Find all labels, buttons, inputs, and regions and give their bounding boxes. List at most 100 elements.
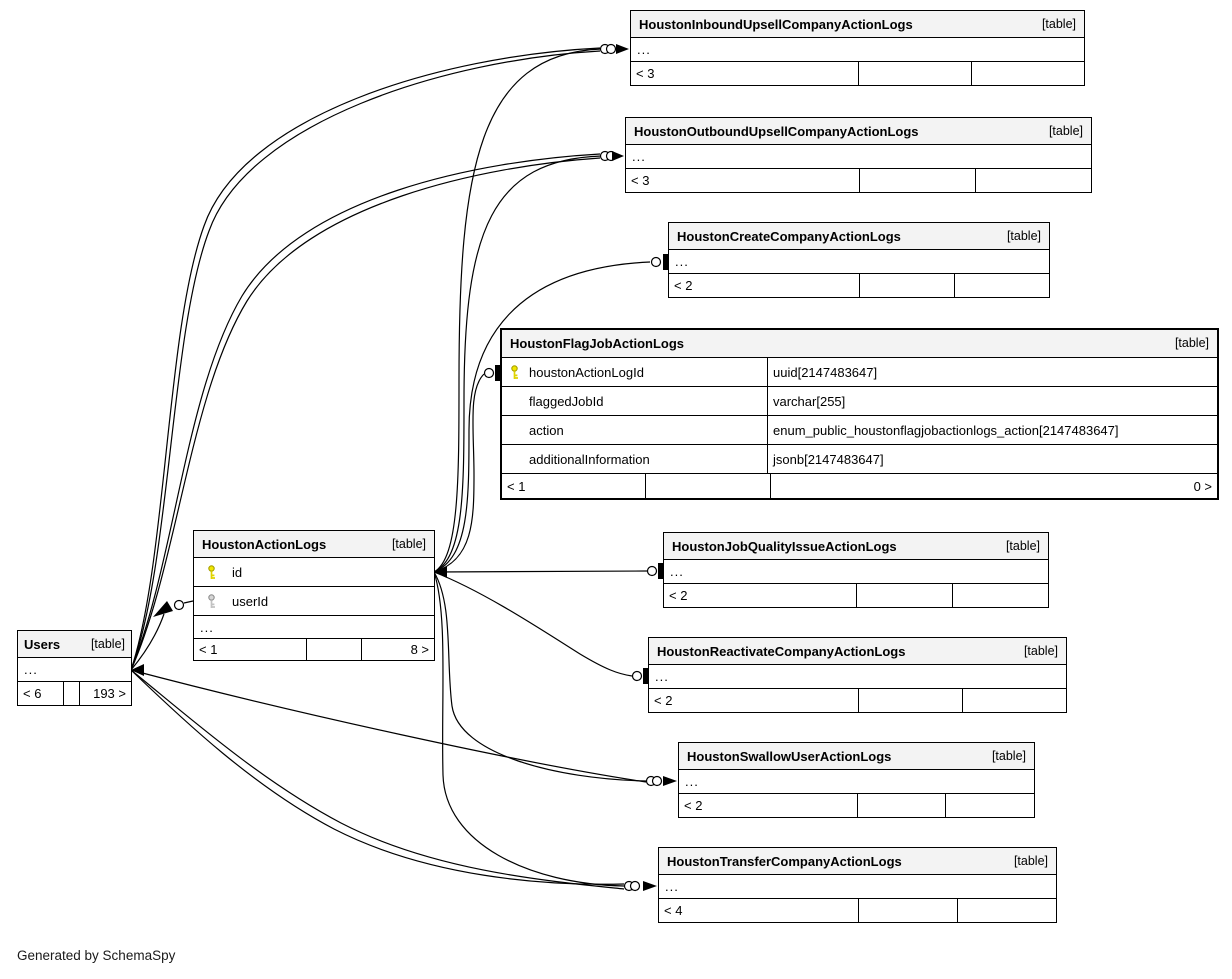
table-stats-row: < 1 8 > bbox=[194, 638, 434, 660]
primary-key-icon bbox=[206, 564, 232, 580]
column-name-cell: action bbox=[502, 416, 767, 444]
stat-cell bbox=[856, 584, 952, 607]
columns-ellipsis: ... bbox=[194, 615, 434, 638]
table-node-houston-reactivate-company-action-logs: HoustonReactivateCompanyActionLogs [tabl… bbox=[648, 637, 1067, 713]
table-node-houston-flag-job-action-logs: HoustonFlagJobActionLogs [table] houston… bbox=[500, 328, 1219, 500]
table-name[interactable]: HoustonInboundUpsellCompanyActionLogs bbox=[639, 16, 913, 32]
table-stats-row: < 1 0 > bbox=[502, 473, 1217, 498]
endpoint-bar bbox=[495, 365, 500, 381]
table-name[interactable]: HoustonSwallowUserActionLogs bbox=[687, 748, 892, 764]
stat-children: 0 > bbox=[770, 474, 1217, 498]
table-name[interactable]: HoustonTransferCompanyActionLogs bbox=[667, 853, 902, 869]
stat-parents: < 2 bbox=[669, 588, 688, 603]
columns-ellipsis: ... bbox=[669, 249, 1049, 273]
table-type-badge: [table] bbox=[1013, 853, 1048, 868]
stat-cell bbox=[970, 62, 1084, 85]
edge-users-outbound-1 bbox=[130, 153, 601, 671]
column-name: userId bbox=[232, 593, 269, 609]
endpoint-circle bbox=[631, 670, 643, 682]
stat-cell bbox=[974, 169, 1091, 192]
edge-actionlogs-jobquality bbox=[433, 570, 648, 573]
table-header: Users [table] bbox=[18, 631, 131, 657]
table-node-houston-job-quality-issue-action-logs: HoustonJobQualityIssueActionLogs [table]… bbox=[663, 532, 1049, 608]
table-name[interactable]: HoustonReactivateCompanyActionLogs bbox=[657, 643, 906, 659]
column-row: additionalInformation jsonb[2147483647] bbox=[502, 444, 1217, 473]
endpoint-circle bbox=[629, 880, 641, 892]
column-row: action enum_public_houstonflagjobactionl… bbox=[502, 415, 1217, 444]
stat-parents: < 2 bbox=[684, 798, 703, 813]
column-row: houstonActionLogId uuid[2147483647] bbox=[502, 357, 1217, 386]
column-name-cell: additionalInformation bbox=[502, 445, 767, 473]
table-node-houston-swallow-user-action-logs: HoustonSwallowUserActionLogs [table] ...… bbox=[678, 742, 1035, 818]
table-name[interactable]: HoustonActionLogs bbox=[202, 536, 327, 552]
table-stats-row: < 2 bbox=[649, 688, 1066, 712]
endpoint-arrow bbox=[663, 776, 677, 786]
column-name-cell: id bbox=[194, 558, 434, 586]
column-type: uuid[2147483647] bbox=[767, 358, 1217, 386]
column-name: flaggedJobId bbox=[529, 393, 604, 409]
table-name[interactable]: HoustonOutboundUpsellCompanyActionLogs bbox=[634, 123, 919, 139]
endpoint-arrow bbox=[153, 601, 173, 617]
table-stats-row: < 2 bbox=[664, 583, 1048, 607]
table-name[interactable]: HoustonCreateCompanyActionLogs bbox=[677, 228, 901, 244]
stat-cell bbox=[954, 274, 1049, 297]
column-name: id bbox=[232, 564, 243, 580]
edge-actionlogs-outbound bbox=[433, 155, 602, 573]
columns-ellipsis: ... bbox=[626, 144, 1091, 168]
table-type-badge: [table] bbox=[391, 536, 426, 551]
table-stats-row: < 2 bbox=[669, 273, 1049, 297]
primary-key-icon bbox=[509, 364, 529, 380]
endpoint-arrow bbox=[643, 881, 657, 891]
stat-cell bbox=[856, 794, 946, 817]
column-row: id bbox=[194, 557, 434, 586]
table-type-badge: [table] bbox=[1048, 123, 1083, 138]
stat-cell bbox=[956, 899, 1056, 922]
endpoint-bar bbox=[658, 563, 663, 579]
table-type-badge: [table] bbox=[1041, 16, 1076, 31]
table-header: HoustonInboundUpsellCompanyActionLogs [t… bbox=[631, 11, 1084, 37]
table-stats-row: < 2 bbox=[679, 793, 1034, 817]
table-node-houston-outbound-upsell-company-action-logs: HoustonOutboundUpsellCompanyActionLogs [… bbox=[625, 117, 1092, 193]
stat-parents: < 3 bbox=[636, 66, 655, 81]
edge-users-transfer-2 bbox=[130, 669, 625, 890]
table-header: HoustonReactivateCompanyActionLogs [tabl… bbox=[649, 638, 1066, 664]
columns-ellipsis: ... bbox=[659, 874, 1056, 898]
edge-users-swallow bbox=[130, 669, 647, 783]
edge-users-outbound-2 bbox=[130, 157, 601, 671]
edge-actionlogs-swallow bbox=[433, 571, 647, 782]
table-stats-row: < 4 bbox=[659, 898, 1056, 922]
stat-cell bbox=[859, 274, 954, 297]
table-header: HoustonJobQualityIssueActionLogs [table] bbox=[664, 533, 1048, 559]
edge-users-actionlogs bbox=[130, 613, 165, 671]
edge-users-actionlogs-tail bbox=[183, 600, 194, 604]
stat-parents: < 3 bbox=[631, 173, 650, 188]
endpoint-circle bbox=[173, 599, 185, 611]
table-stats-row: < 3 bbox=[626, 168, 1091, 192]
table-type-badge: [table] bbox=[1006, 228, 1041, 243]
table-name[interactable]: HoustonJobQualityIssueActionLogs bbox=[672, 538, 897, 554]
stat-cell bbox=[857, 689, 962, 712]
endpoint-arrow bbox=[616, 44, 629, 54]
stat-cell bbox=[857, 899, 957, 922]
column-name: houstonActionLogId bbox=[529, 364, 644, 380]
table-type-badge: [table] bbox=[1005, 538, 1040, 553]
edge-actionlogs-transfer bbox=[433, 571, 625, 887]
table-name[interactable]: HoustonFlagJobActionLogs bbox=[510, 336, 685, 351]
stat-cell bbox=[961, 689, 1066, 712]
columns-ellipsis: ... bbox=[631, 37, 1084, 61]
endpoint-bar bbox=[643, 668, 648, 684]
column-row: userId bbox=[194, 586, 434, 615]
stat-cell bbox=[306, 639, 361, 660]
endpoint-circle bbox=[483, 367, 495, 379]
foreign-key-icon bbox=[206, 593, 232, 609]
endpoint-bar bbox=[663, 254, 668, 270]
table-header: HoustonFlagJobActionLogs [table] bbox=[502, 330, 1217, 357]
arrow-into-actionlogs-id bbox=[434, 566, 447, 578]
edge-actionlogs-flagjob bbox=[433, 373, 485, 573]
table-stats-row: < 6 193 > bbox=[18, 681, 131, 705]
table-name[interactable]: Users bbox=[24, 636, 61, 652]
table-node-houston-action-logs: HoustonActionLogs [table] id userId ... … bbox=[193, 530, 435, 661]
table-type-badge: [table] bbox=[991, 748, 1026, 763]
table-type-badge: [table] bbox=[1023, 643, 1058, 658]
